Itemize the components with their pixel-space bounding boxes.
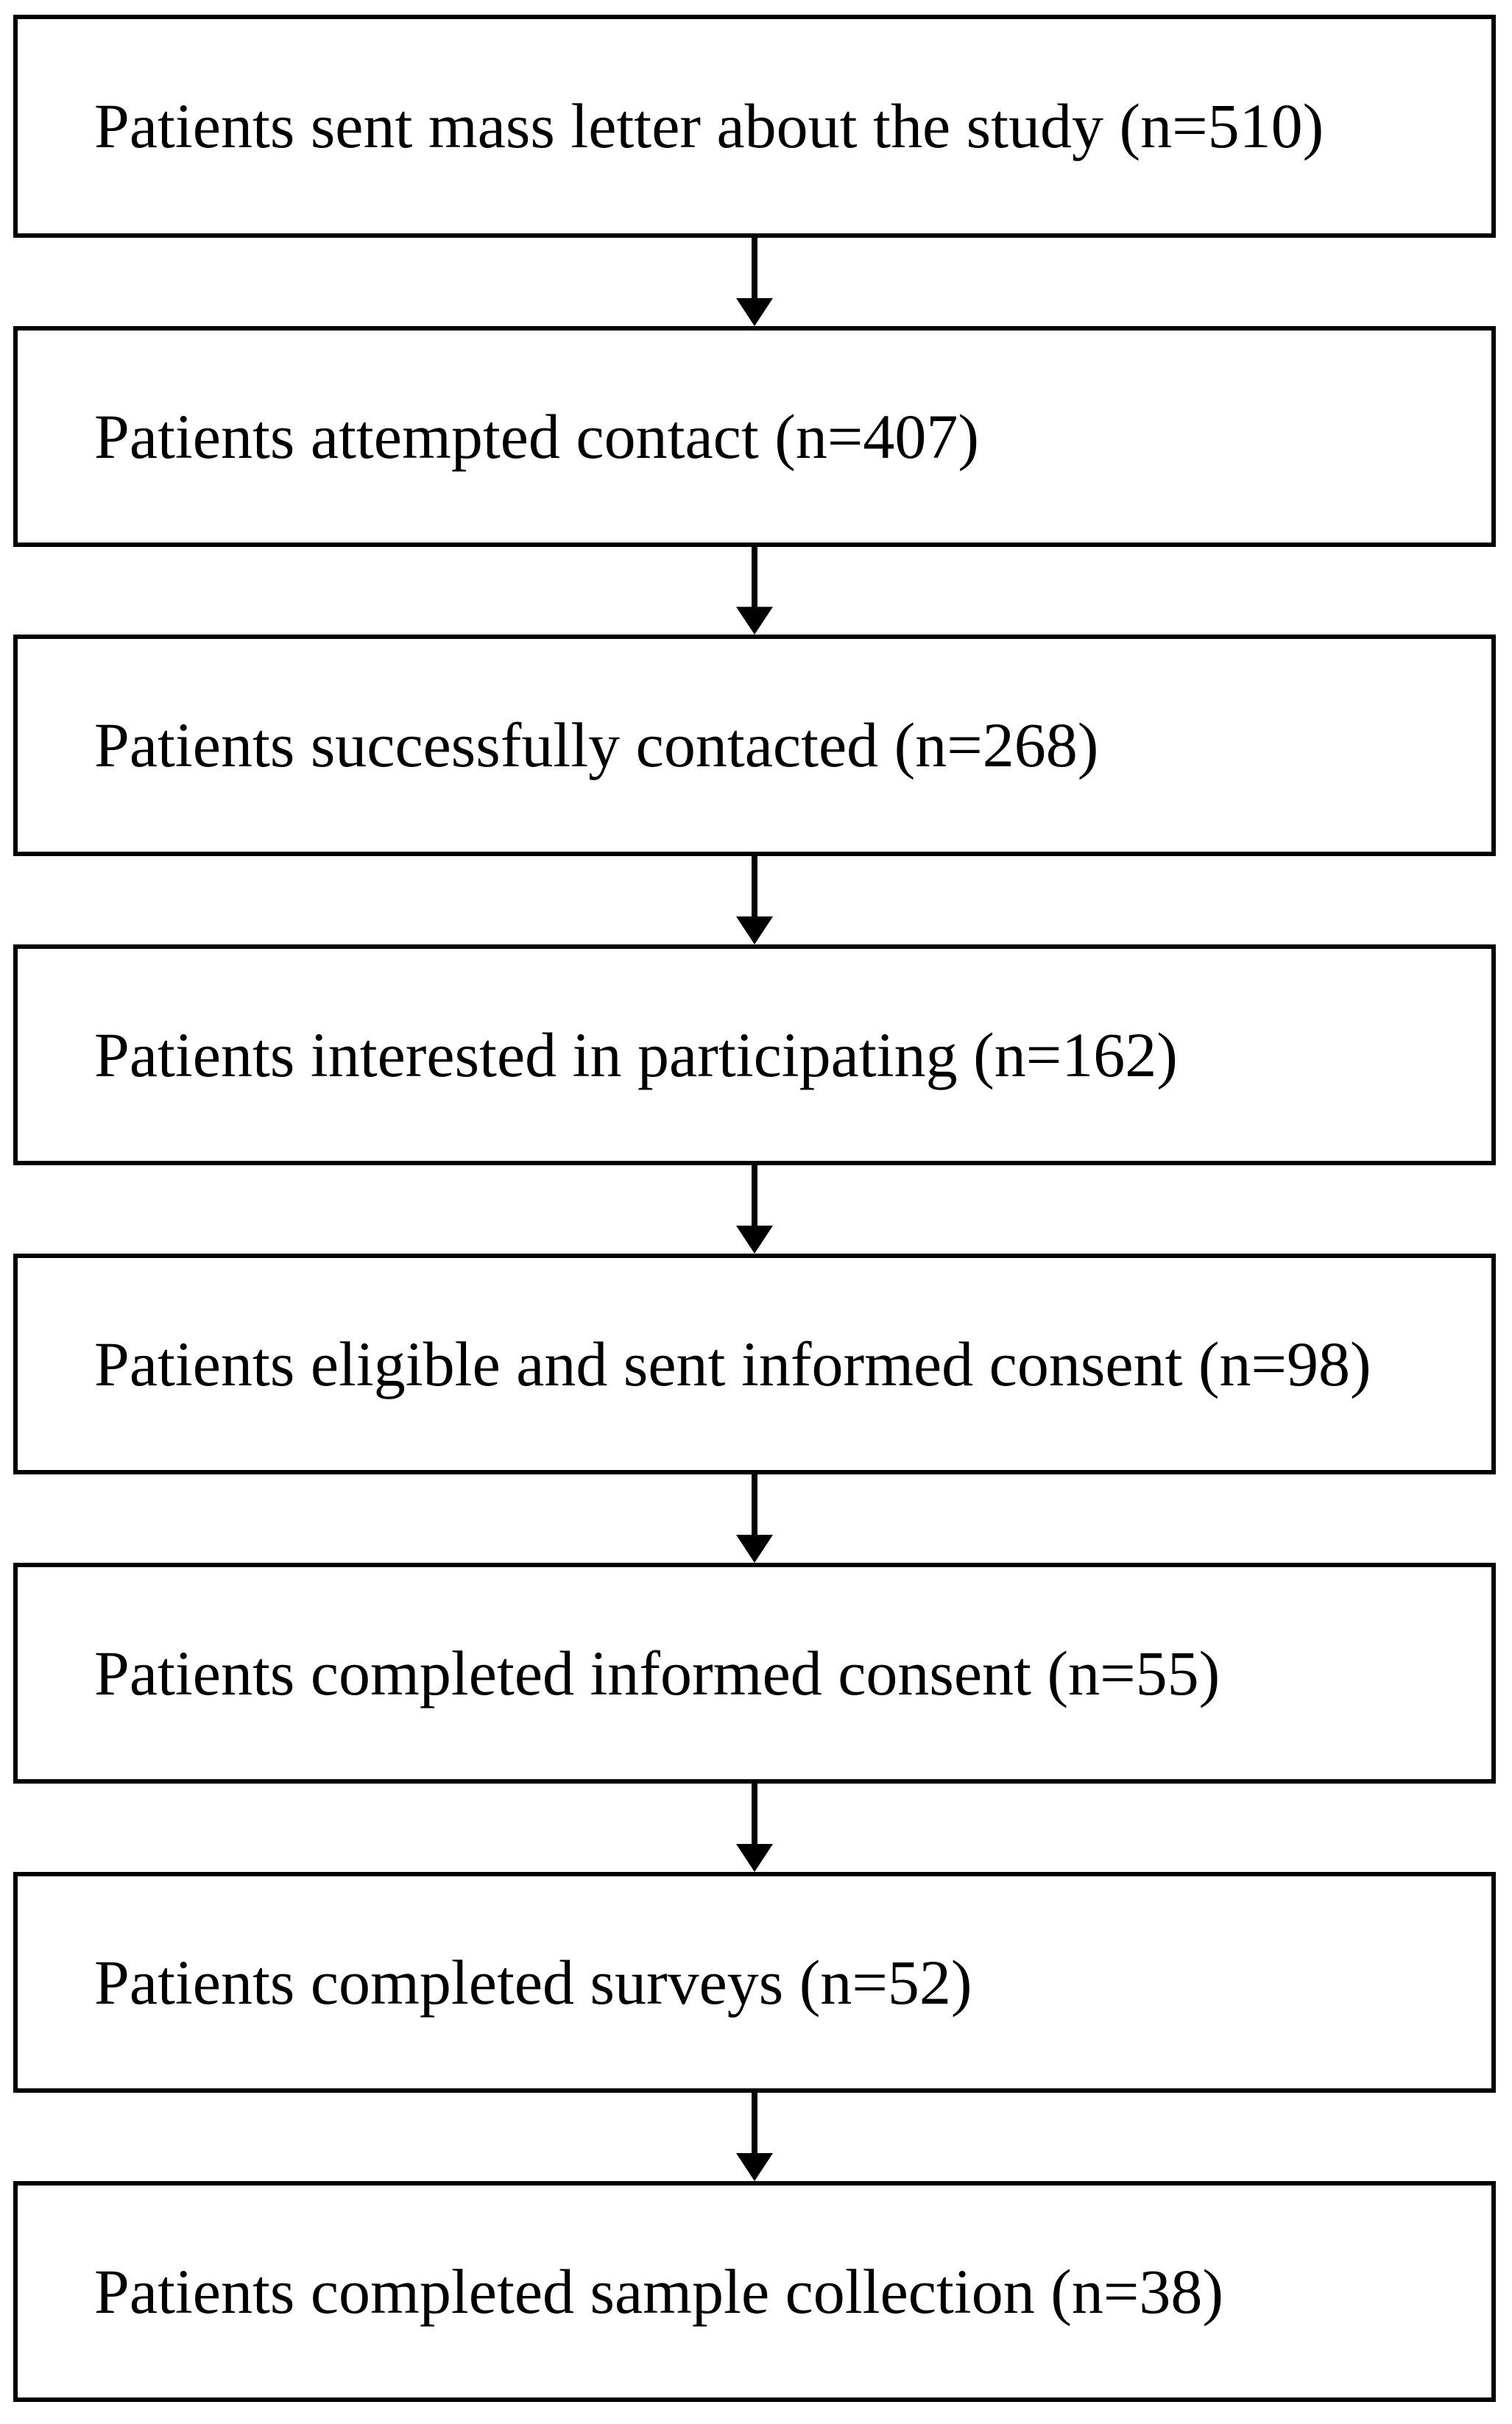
down-arrow-icon	[736, 2093, 773, 2181]
flow-node-7[interactable]: Patients completed surveys (n=52)	[13, 1872, 1496, 2093]
flow-node-4[interactable]: Patients interested in participating (n=…	[13, 944, 1496, 1165]
flow-node-label: Patients eligible and sent informed cons…	[94, 1328, 1371, 1399]
down-arrow-icon	[736, 238, 773, 326]
flow-arrow-7	[732, 2093, 777, 2181]
flow-node-label: Patients completed surveys (n=52)	[94, 1946, 972, 2018]
flow-node-label: Patients successfully contacted (n=268)	[94, 710, 1099, 781]
flow-node-label: Patients completed sample collection (n=…	[94, 2255, 1223, 2327]
flow-node-label: Patients sent mass letter about the stud…	[94, 91, 1324, 162]
down-arrow-icon	[736, 547, 773, 635]
flow-node-2[interactable]: Patients attempted contact (n=407)	[13, 326, 1496, 547]
flow-node-6[interactable]: Patients completed informed consent (n=5…	[13, 1563, 1496, 1784]
down-arrow-icon	[736, 1165, 773, 1254]
flow-node-8[interactable]: Patients completed sample collection (n=…	[13, 2181, 1496, 2402]
flow-node-label: Patients attempted contact (n=407)	[94, 400, 979, 472]
flow-node-3[interactable]: Patients successfully contacted (n=268)	[13, 635, 1496, 856]
flow-node-label: Patients completed informed consent (n=5…	[94, 1637, 1220, 1709]
flow-node-1[interactable]: Patients sent mass letter about the stud…	[13, 15, 1496, 238]
flow-arrow-6	[732, 1784, 777, 1872]
down-arrow-icon	[736, 1474, 773, 1563]
flow-arrow-3	[732, 856, 777, 944]
down-arrow-icon	[736, 856, 773, 944]
flow-node-5[interactable]: Patients eligible and sent informed cons…	[13, 1254, 1496, 1474]
flow-node-label: Patients interested in participating (n=…	[94, 1019, 1178, 1090]
flow-arrow-1	[732, 238, 777, 326]
flow-arrow-5	[732, 1474, 777, 1563]
flow-arrow-4	[732, 1165, 777, 1254]
down-arrow-icon	[736, 1784, 773, 1872]
flow-arrow-2	[732, 547, 777, 635]
